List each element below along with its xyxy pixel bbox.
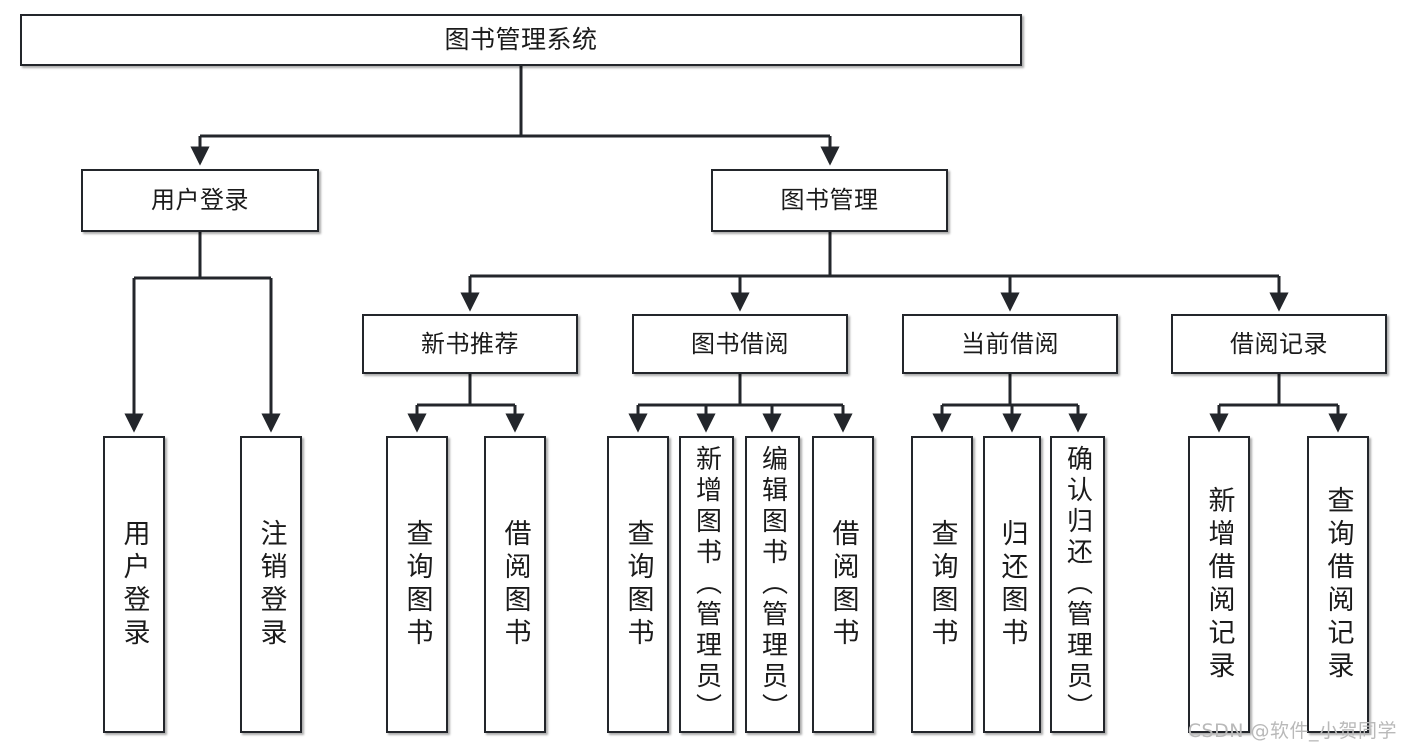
node-label: 查询图书 (622, 518, 654, 651)
node-new-book-recommend[interactable]: 新书推荐 (362, 314, 578, 374)
leaf-return-book[interactable]: 归还图书 (983, 436, 1041, 733)
leaf-add-book-admin[interactable]: 新增图书（管理员） (679, 436, 734, 733)
node-label: 新增图书（管理员） (691, 445, 722, 724)
node-label: 编辑图书（管理员） (757, 445, 788, 724)
leaf-user-login[interactable]: 用户登录 (103, 436, 165, 733)
node-label: 图书管理系统 (444, 25, 598, 54)
node-label: 图书管理 (780, 186, 879, 215)
node-book-management[interactable]: 图书管理 (711, 169, 948, 232)
node-label: 用户登录 (118, 518, 150, 651)
node-label: 借阅记录 (1230, 329, 1328, 358)
leaf-confirm-return-admin[interactable]: 确认归还（管理员） (1050, 436, 1105, 733)
node-book-borrow[interactable]: 图书借阅 (632, 314, 848, 374)
leaf-edit-book-admin[interactable]: 编辑图书（管理员） (745, 436, 800, 733)
leaf-query-book-current[interactable]: 查询图书 (911, 436, 973, 733)
node-label: 查询图书 (401, 518, 433, 651)
leaf-query-book-borrow[interactable]: 查询图书 (607, 436, 669, 733)
node-user-login[interactable]: 用户登录 (81, 169, 319, 232)
node-label: 查询图书 (926, 518, 958, 651)
leaf-user-logout[interactable]: 注销登录 (240, 436, 302, 733)
node-root[interactable]: 图书管理系统 (20, 14, 1022, 66)
node-label: 注销登录 (255, 518, 287, 651)
node-borrow-record[interactable]: 借阅记录 (1171, 314, 1387, 374)
node-label: 用户登录 (151, 186, 249, 215)
node-label: 新书推荐 (421, 329, 519, 358)
leaf-borrow-book[interactable]: 借阅图书 (812, 436, 874, 733)
leaf-query-borrow-record[interactable]: 查询借阅记录 (1307, 436, 1369, 733)
node-current-borrow[interactable]: 当前借阅 (902, 314, 1118, 374)
node-label: 查询借阅记录 (1322, 485, 1354, 684)
node-label: 新增借阅记录 (1203, 485, 1235, 684)
leaf-borrow-book-recommend[interactable]: 借阅图书 (484, 436, 546, 733)
leaf-query-book-recommend[interactable]: 查询图书 (386, 436, 448, 733)
leaf-add-borrow-record[interactable]: 新增借阅记录 (1188, 436, 1250, 733)
node-label: 借阅图书 (499, 518, 531, 651)
csdn-watermark: CSDN @软件_小贺同学 (1187, 720, 1397, 742)
node-label: 借阅图书 (827, 518, 859, 651)
node-label: 归还图书 (996, 518, 1028, 651)
node-label: 确认归还（管理员） (1062, 445, 1093, 724)
node-label: 当前借阅 (961, 329, 1059, 358)
node-label: 图书借阅 (691, 329, 789, 358)
